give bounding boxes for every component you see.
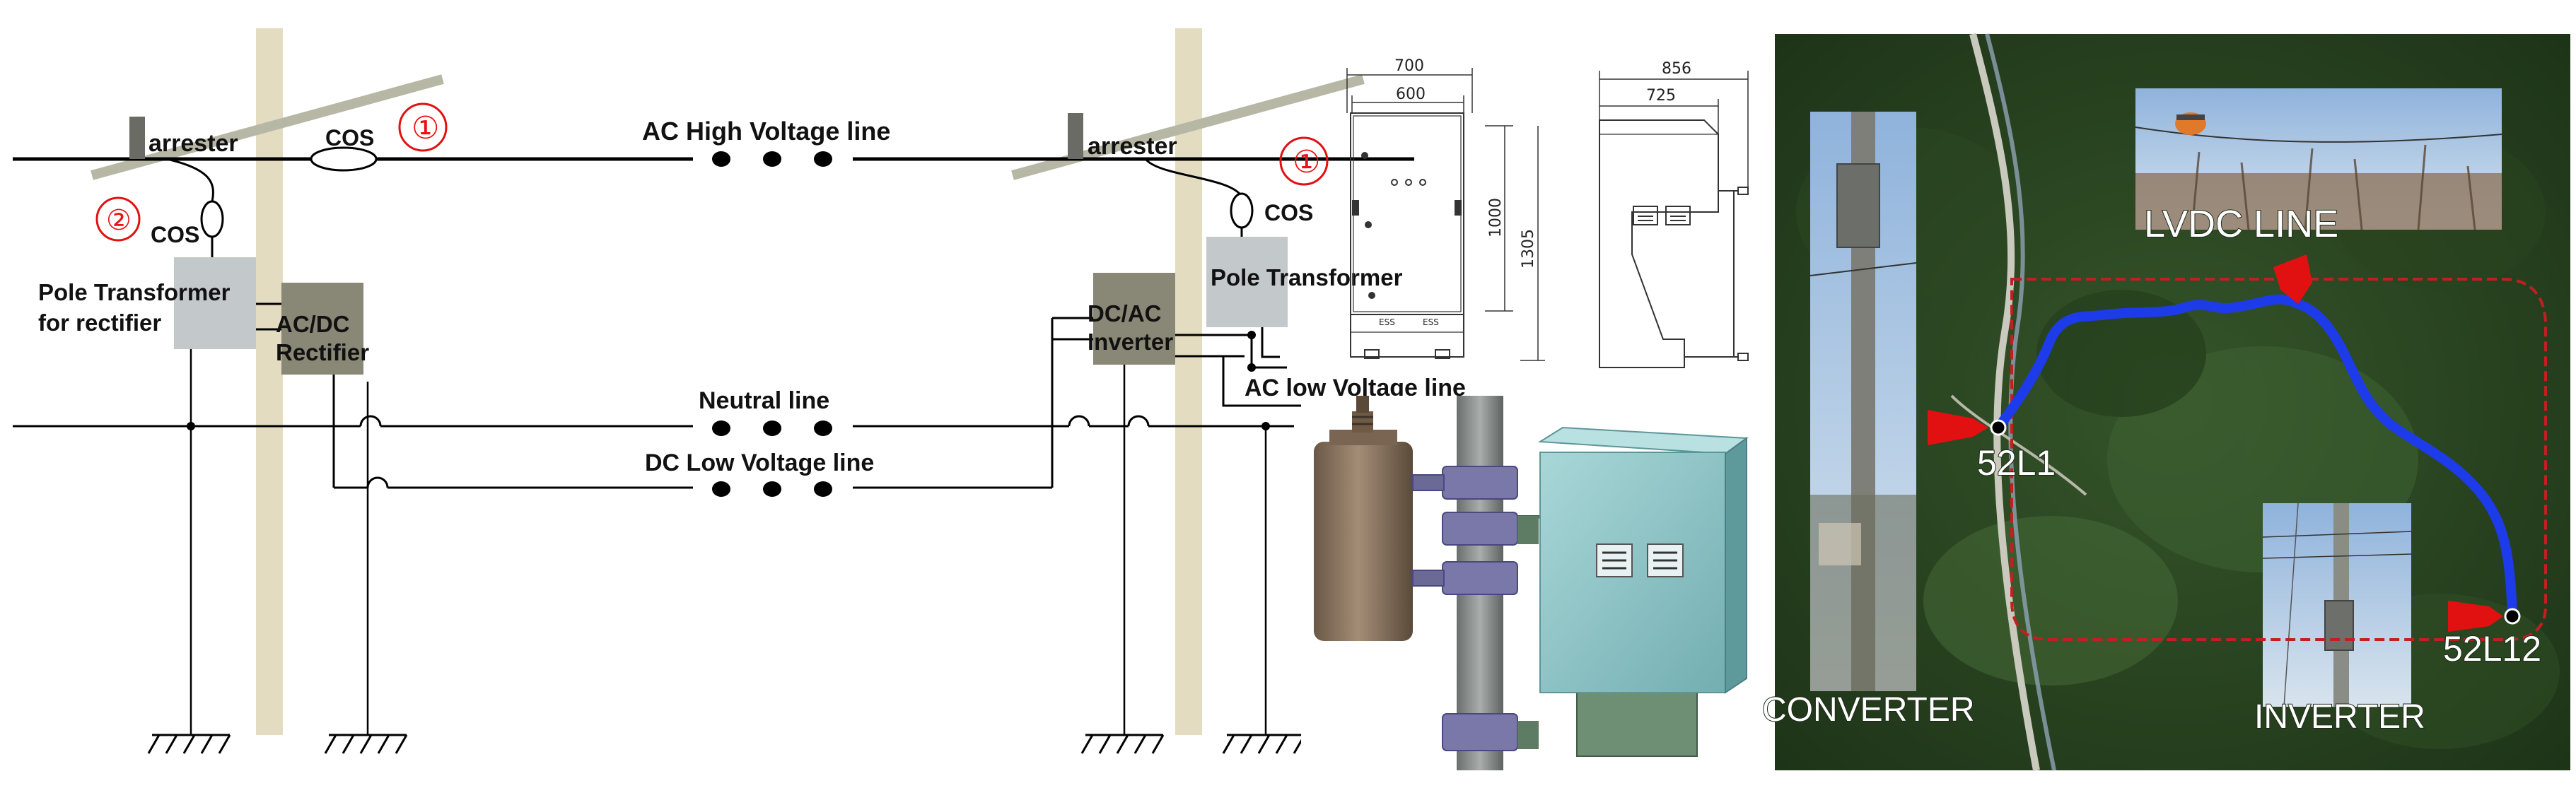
cos-fuse-right	[1230, 192, 1254, 229]
drop-wire-right	[1144, 158, 1243, 197]
dc-low-voltage-line	[332, 317, 1093, 497]
pole-equipment-3d-render	[1301, 396, 1750, 770]
drop-wire-left	[166, 158, 214, 202]
single-line-diagram: AC High Voltage line arrester COS ① ② CO…	[13, 28, 1466, 754]
red-marker-52l12	[2448, 601, 2503, 632]
arrester-right	[1068, 113, 1083, 159]
wire-crossover-icon	[1068, 415, 1090, 427]
lvdc-route	[1993, 294, 2517, 621]
enclosure-tag-right: ESS	[1423, 317, 1439, 327]
neutral-line	[13, 415, 1294, 436]
utility-pole-left	[256, 28, 283, 735]
red-marker-52l1	[1928, 410, 1988, 445]
continuation-dot	[763, 481, 781, 497]
enclosure-tag-left: ESS	[1379, 317, 1395, 327]
cos-left-label: COS	[151, 222, 199, 247]
river	[1985, 33, 2056, 771]
pole-transformer-right-label: Pole Transformer	[1211, 264, 1403, 290]
continuation-dot	[814, 481, 832, 497]
node-52l1-icon	[1990, 419, 2007, 436]
dimension-856: 856	[1662, 60, 1691, 78]
dimension-1000: 1000	[1487, 198, 1505, 237]
photo-lvdc-line	[2135, 88, 2502, 230]
ground-symbol-icon	[324, 734, 408, 754]
rectifier-label-2: Rectifier	[276, 339, 369, 365]
dc-ac-inverter	[1093, 273, 1175, 365]
dimension-600: 600	[1396, 86, 1426, 103]
ac-dc-rectifier	[281, 283, 363, 375]
inverter-label-1: DC/AC	[1088, 300, 1162, 327]
continuation-dot	[712, 151, 730, 167]
pole-transformer-right	[1206, 237, 1288, 327]
continuation-dot	[712, 421, 730, 436]
site-boundary	[2010, 278, 2547, 641]
circled-one-icon	[1279, 136, 1329, 186]
wire-crossover-icon	[1127, 415, 1150, 427]
junction-dot	[1247, 331, 1256, 339]
arrester-left	[129, 117, 145, 159]
dimension-1305: 1305	[1520, 229, 1537, 269]
continuation-dot	[814, 421, 832, 436]
cos-fuse-top	[310, 146, 378, 172]
wire-crossover-icon	[366, 476, 389, 488]
marker-1-left: ①	[412, 111, 439, 146]
photo-converter-pole	[1809, 112, 1917, 691]
continuation-dot	[814, 151, 832, 167]
dimension-725: 725	[1646, 87, 1676, 105]
cos-fuse-left	[200, 200, 224, 238]
marker-1-right: ①	[1293, 145, 1320, 180]
dimension-lines	[1346, 68, 1545, 361]
node-52l1-label: 52L1	[1977, 443, 2056, 483]
dimension-700: 700	[1394, 57, 1424, 75]
node-52l12-icon	[2504, 608, 2521, 625]
enclosure-side-view	[1599, 119, 1749, 368]
circled-two-icon	[95, 196, 141, 242]
converter-label: CONVERTER	[1762, 691, 1975, 729]
continuation-dot	[763, 421, 781, 436]
enclosure-engineering-drawing: ESS ESS 700 600 1000 1305	[1346, 57, 1749, 368]
enclosure-front-view	[1350, 112, 1464, 359]
cos-top-label: COS	[325, 125, 374, 151]
ac-high-voltage-label: AC High Voltage line	[642, 117, 890, 146]
continuation-dot	[763, 151, 781, 167]
arrester-right-label: arrester	[1088, 133, 1177, 160]
utility-pole-right	[1175, 28, 1202, 735]
neutral-line-label: Neutral line	[699, 387, 829, 414]
ground-symbol-icon	[147, 734, 231, 754]
continuation-dot	[712, 481, 730, 497]
node-52l12-label: 52L12	[2443, 629, 2541, 669]
circled-one-icon	[398, 102, 448, 152]
arrester-left-label: arrester	[148, 130, 238, 157]
wire-crossover-icon	[359, 415, 382, 427]
valley-road	[1969, 33, 2040, 771]
rectifier-label-1: AC/DC	[276, 311, 350, 337]
aerial-site-map: LVDC LINE 52L1 52L12 CONVERTER INVERTER	[1761, 33, 2570, 771]
mounting-brackets	[1412, 466, 1518, 751]
ground-symbol-icon	[1222, 734, 1306, 754]
inverter-label: INVERTER	[2254, 698, 2425, 736]
ess-cabinet	[1537, 426, 1749, 694]
ground-symbol-icon	[1080, 734, 1165, 754]
transformer-tank	[1314, 396, 1413, 641]
junction-dot	[1247, 363, 1256, 372]
pole-transformer-rectifier	[174, 257, 256, 349]
dc-low-voltage-label: DC Low Voltage line	[645, 449, 874, 476]
inverter-label-2: Inverter	[1088, 329, 1173, 355]
lvdc-line-label: LVDC LINE	[2144, 203, 2338, 245]
cos-right-label: COS	[1264, 200, 1313, 225]
pole-transformer-label-1: Pole Transformer	[38, 279, 231, 305]
red-marker-lvdc	[2273, 254, 2312, 304]
pole-transformer-label-2: for rectifier	[38, 310, 161, 336]
photo-inverter-pole	[2262, 502, 2412, 707]
marker-2-left: ②	[106, 205, 132, 236]
